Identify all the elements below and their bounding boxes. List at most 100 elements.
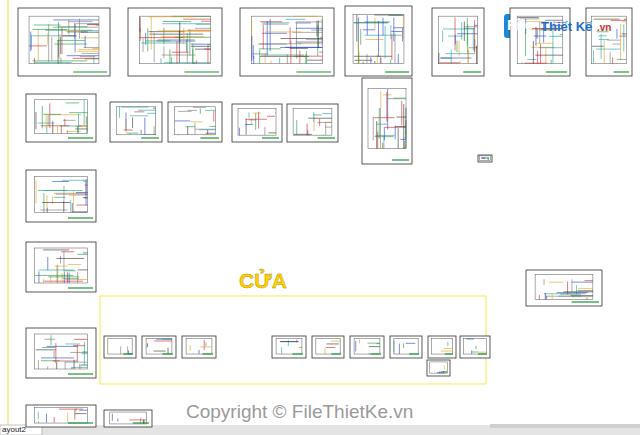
drawing-line [360, 29, 361, 45]
title-stamp [200, 137, 219, 138]
drawing-line [617, 59, 627, 60]
drawing-line [394, 353, 395, 354]
drawing-line [604, 40, 605, 64]
drawing-line [51, 37, 52, 61]
drawing-line [567, 282, 568, 295]
plan-outline [316, 339, 340, 354]
drawing-line [298, 43, 322, 44]
drawing-line [179, 30, 180, 63]
plan-outline [34, 100, 87, 134]
title-stamp [68, 217, 93, 218]
sheet-frame [526, 270, 602, 306]
drawing-line [537, 29, 538, 39]
drawing-line [36, 349, 56, 350]
drawing-line [374, 14, 402, 15]
drawing-line [392, 148, 393, 149]
drawing-line [67, 131, 68, 134]
drawing-line [259, 50, 260, 64]
drawing-line [270, 19, 271, 51]
drawing-line [81, 37, 99, 38]
drawing-line [63, 278, 79, 279]
title-stamp [202, 353, 213, 354]
drawing-line [83, 197, 88, 198]
drawing-line [163, 46, 164, 58]
drawing-line [259, 43, 301, 44]
drawing-line [66, 31, 81, 32]
drawing-line [393, 27, 403, 28]
drawing-line [587, 298, 588, 300]
drawing-line [56, 362, 57, 369]
drawing-line [258, 112, 259, 129]
drawing-line [448, 36, 463, 37]
title-stamp [463, 71, 481, 72]
title-stamp [370, 353, 381, 354]
sheet-frame [460, 336, 490, 358]
drawing-line [239, 128, 240, 135]
drawing-line [385, 26, 386, 59]
drawing-line [154, 351, 166, 352]
drawing-line [43, 279, 44, 283]
drawing-line [64, 119, 65, 126]
title-stamp [445, 353, 453, 354]
drawing-line [270, 60, 271, 63]
drawing-line [67, 272, 68, 283]
drawing-line [622, 21, 626, 22]
drawing-line [308, 118, 332, 119]
drawing-line [124, 130, 133, 131]
drawing-line [264, 127, 265, 135]
drawing-line [472, 352, 478, 353]
drawing-line [73, 211, 88, 212]
drawing-line [204, 340, 205, 350]
drawing-line [149, 34, 203, 35]
drawing-line [147, 113, 156, 114]
group-box: CỬA [100, 296, 486, 384]
drawing-line [154, 341, 172, 342]
drawing-line [452, 339, 453, 340]
sheet-frame [182, 336, 216, 358]
drawing-line [64, 279, 87, 280]
drawing-line [59, 34, 60, 59]
drawing-line [365, 39, 383, 40]
drawing-line [195, 28, 211, 29]
sheet-frame [272, 336, 306, 358]
drawing-line [623, 25, 624, 52]
drawing-line [34, 25, 61, 26]
plan-outline [353, 14, 404, 63]
drawing-line [539, 295, 540, 299]
drawing-line [119, 107, 120, 118]
drawing-line [620, 24, 621, 60]
drawing-line [460, 61, 461, 64]
sheet-frame [18, 8, 110, 76]
drawing-line [246, 119, 267, 120]
drawing-line [172, 52, 189, 53]
drawing-line [369, 353, 370, 355]
drawing-line [47, 257, 48, 270]
drawing-line [75, 126, 88, 127]
drawing-line [38, 271, 39, 283]
drawing-line [81, 30, 99, 31]
plan-outline [116, 107, 156, 135]
drawing-line [387, 89, 388, 130]
drawing-line [571, 279, 572, 291]
plan-outline [592, 16, 627, 64]
title-stamp [184, 71, 219, 72]
viewport-edge [7, 0, 9, 425]
drawing-line [64, 270, 77, 271]
drawing-line [191, 121, 203, 122]
drawing-line [355, 60, 373, 61]
sheet-frame [350, 336, 384, 358]
drawing-line [77, 272, 78, 283]
drawing-line [396, 117, 406, 118]
drawing-line [319, 52, 323, 53]
drawing-line [290, 41, 291, 64]
sheet-frame [428, 336, 456, 358]
drawing-line [72, 203, 73, 213]
drawing-line [79, 19, 80, 39]
drawing-line [40, 209, 67, 210]
drawing-line [611, 20, 627, 21]
drawing-line [65, 343, 80, 344]
drawing-line [290, 48, 308, 49]
plan-outline [174, 107, 215, 135]
drawing-line [445, 53, 475, 54]
sheet-frame [26, 94, 96, 142]
